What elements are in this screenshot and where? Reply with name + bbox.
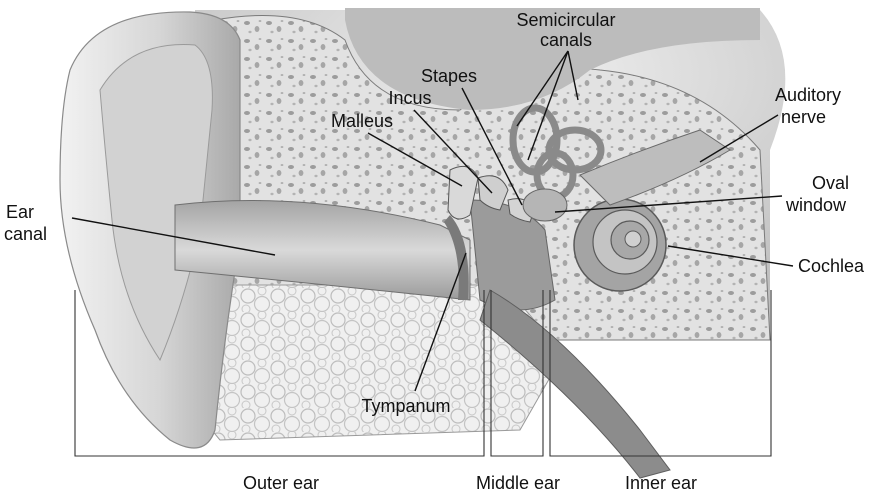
label-outer-ear: Outer ear <box>243 473 319 493</box>
label-malleus: Malleus <box>331 111 393 131</box>
label-semicircular-canals-line1: Semicircular <box>516 10 615 30</box>
label-ear-canal-line1: Ear <box>6 202 34 222</box>
label-incus: Incus <box>388 88 431 108</box>
label-tympanum: Tympanum <box>361 396 450 416</box>
label-middle-ear: Middle ear <box>476 473 560 493</box>
label-oval-window-line1: Oval <box>812 173 849 193</box>
cochlea-artwork <box>574 199 666 291</box>
label-cochlea: Cochlea <box>798 256 865 276</box>
label-stapes: Stapes <box>421 66 477 86</box>
label-inner-ear: Inner ear <box>625 473 697 493</box>
label-semicircular-canals-line2: canals <box>540 30 592 50</box>
label-auditory-nerve-line2: nerve <box>781 107 826 127</box>
label-oval-window-line2: window <box>785 195 847 215</box>
label-ear-canal-line2: canal <box>4 224 47 244</box>
label-auditory-nerve-line1: Auditory <box>775 85 841 105</box>
vestibule <box>523 189 567 221</box>
